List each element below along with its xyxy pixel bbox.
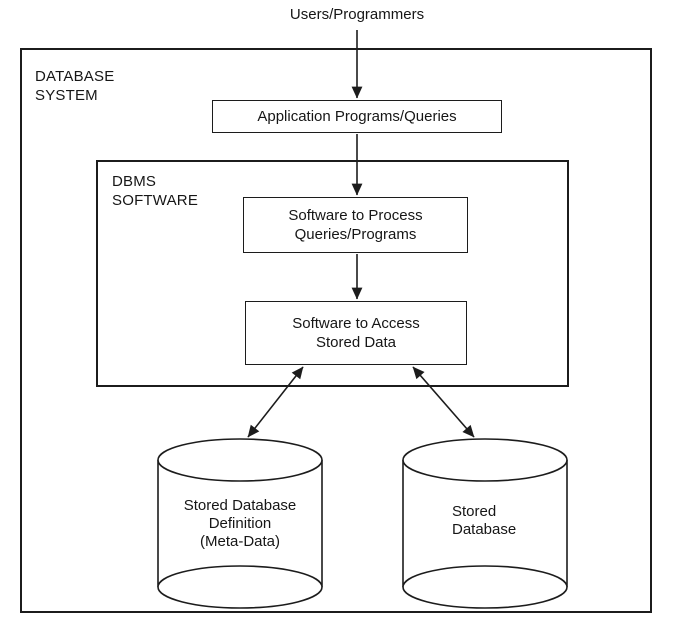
stored-database-cylinder-label: Stored Database — [452, 503, 516, 539]
stored-database-line2: Database — [452, 521, 517, 538]
dbms-software-box — [96, 160, 569, 387]
software-to-process-box: Software to Process Queries/Programs — [243, 197, 468, 253]
database-system-label-line2: SYSTEM — [35, 87, 98, 104]
application-programs-queries-label: Application Programs/Queries — [257, 108, 457, 125]
access-to-metadata-arrow — [247, 366, 304, 438]
database-system-label-line1: DATABASE — [35, 68, 115, 85]
database-system-label: DATABASE SYSTEM — [35, 67, 114, 105]
database-system-box — [20, 48, 652, 613]
metadata-cylinder-line2: Definition — [208, 515, 272, 532]
stored-database-line1: Stored — [452, 503, 497, 520]
software-to-process-line2: Queries/Programs — [294, 226, 417, 243]
dbms-software-label-line1: DBMS — [112, 173, 157, 190]
metadata-cylinder-label: Stored Database Definition (Meta-Data) — [158, 497, 322, 551]
dbms-software-label: DBMS SOFTWARE — [112, 172, 198, 210]
metadata-cylinder-line1: Stored Database — [183, 497, 297, 514]
dbms-software-label-line2: SOFTWARE — [112, 192, 199, 209]
users-programmers-label: Users/Programmers — [289, 6, 425, 23]
metadata-cylinder — [157, 438, 323, 609]
access-to-database-arrow — [412, 366, 475, 438]
software-to-access-line1: Software to Access — [292, 315, 420, 332]
stored-database-cylinder — [402, 438, 568, 609]
application-programs-queries-box: Application Programs/Queries — [212, 100, 502, 133]
software-to-access-box: Software to Access Stored Data — [245, 301, 467, 365]
metadata-cylinder-line3: (Meta-Data) — [199, 533, 281, 550]
software-to-process-line1: Software to Process — [288, 207, 423, 224]
software-to-access-line2: Stored Data — [315, 334, 397, 351]
